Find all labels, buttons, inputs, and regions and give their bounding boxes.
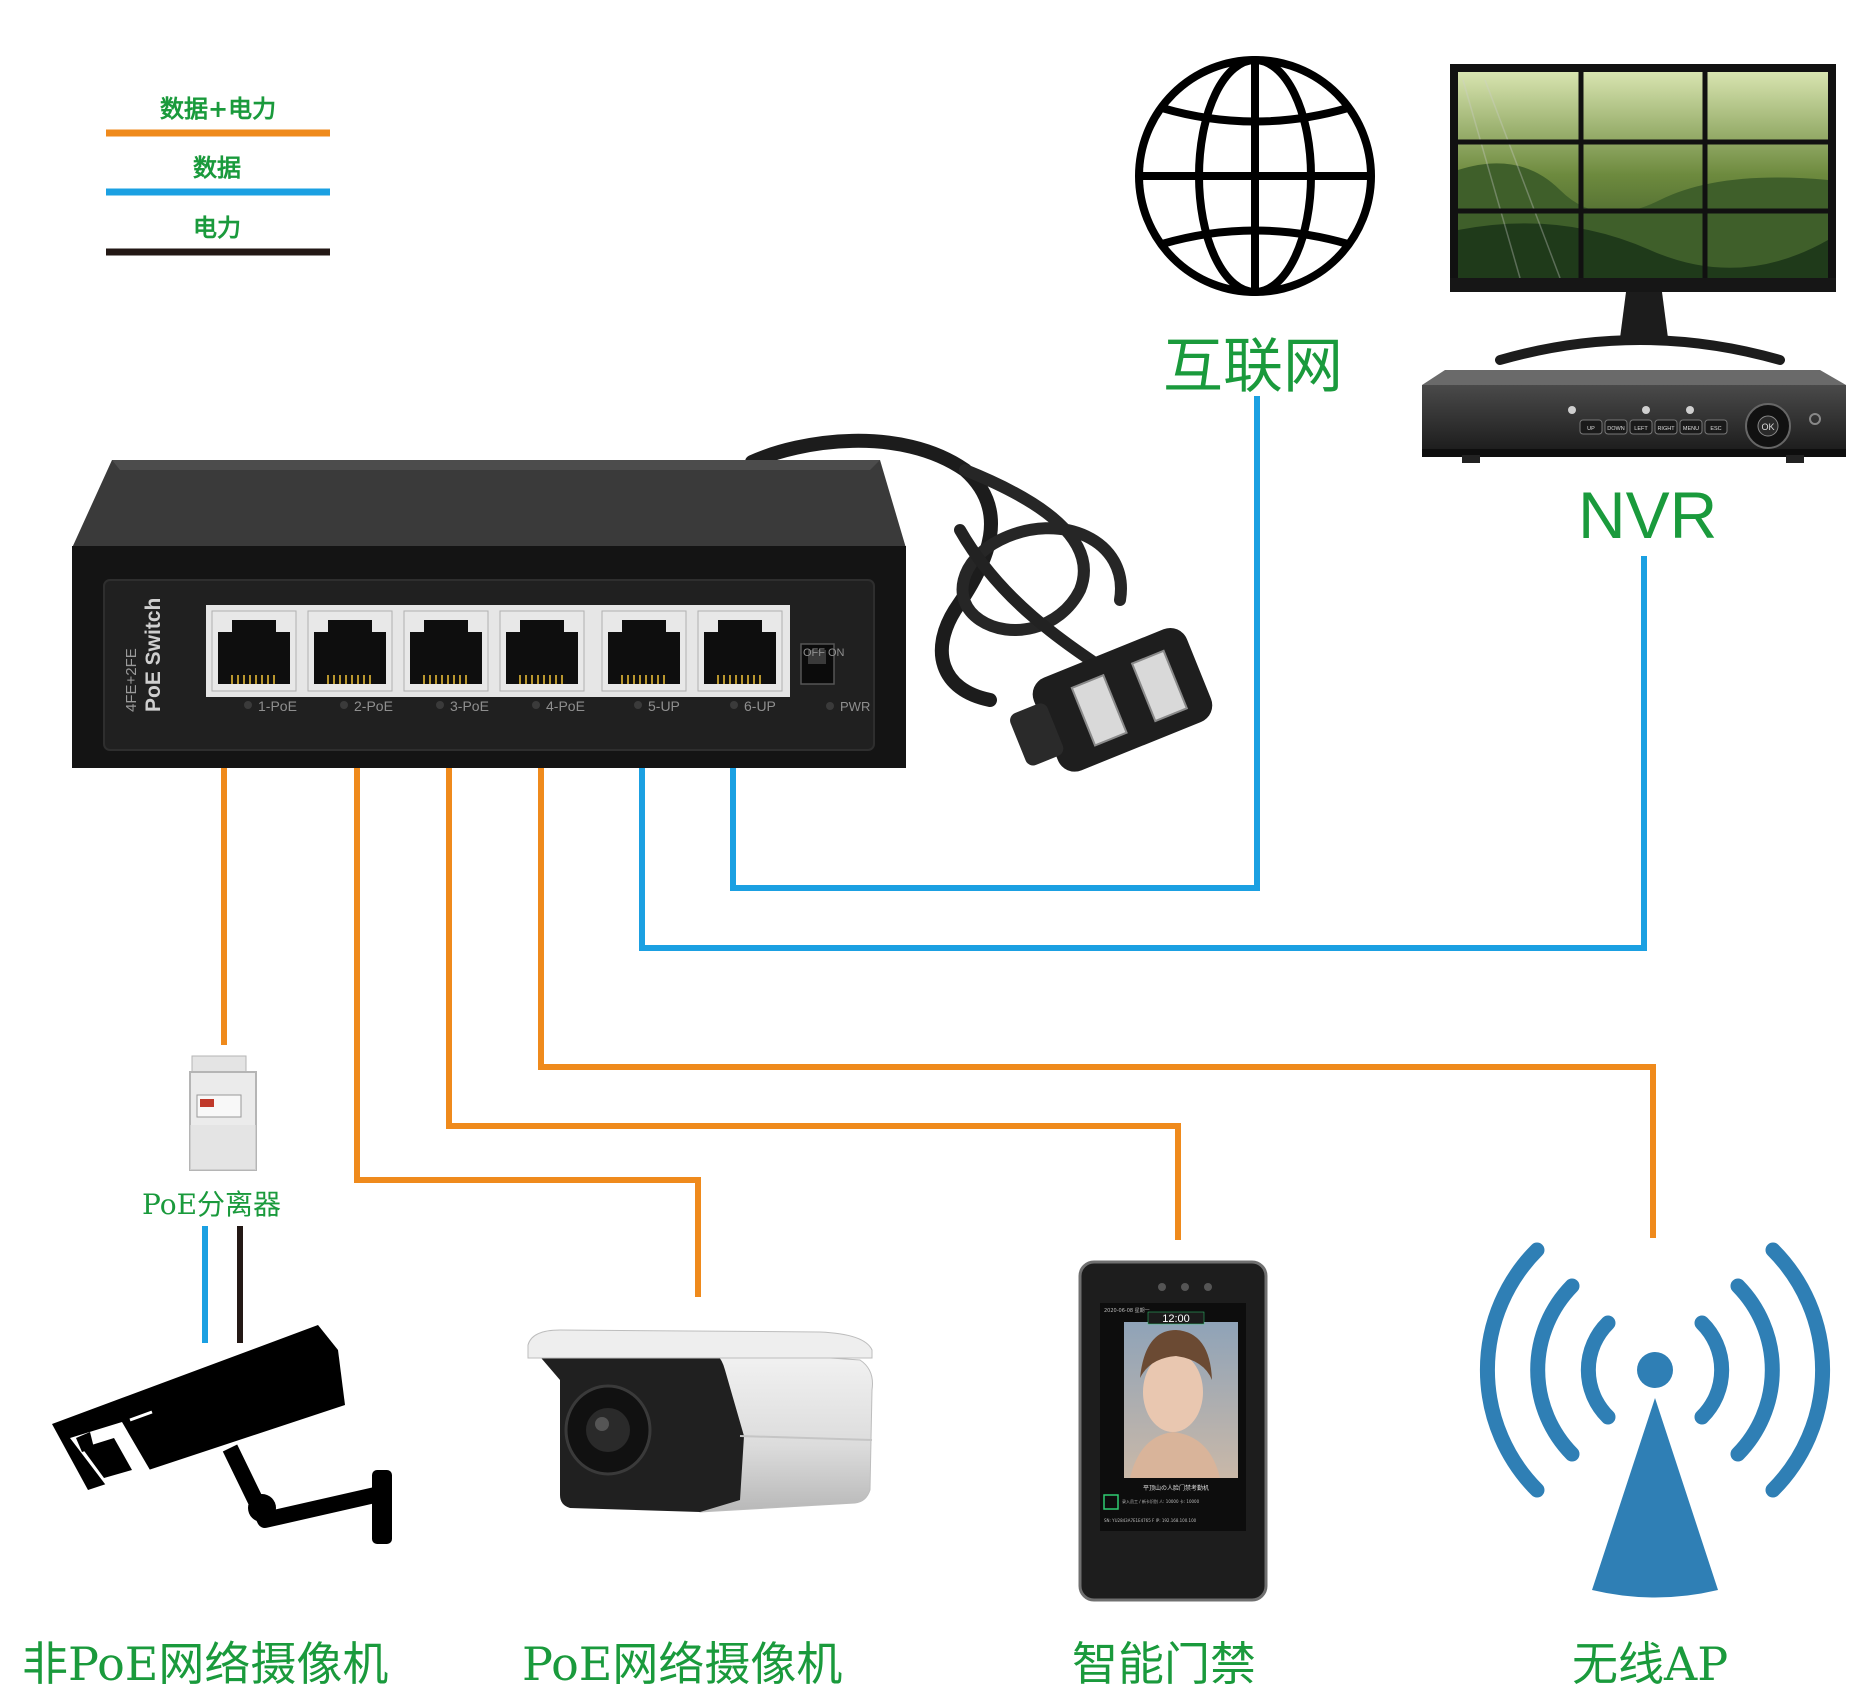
port-led	[532, 701, 540, 709]
non-poe-camera-label: 非PoE网络摄像机	[22, 1637, 389, 1691]
nvr-button[interactable]: LEFT	[1629, 419, 1653, 435]
rj45-port[interactable]	[697, 610, 783, 692]
port-label: 5-UP	[648, 698, 680, 714]
terminal-date: 2020-06-08 星期一	[1104, 1308, 1150, 1314]
switch-model-line1: 4FE+2FE	[123, 648, 140, 712]
dip-on-label: ON	[828, 647, 845, 659]
pwr-label: PWR	[840, 699, 870, 714]
nvr-button[interactable]: UP	[1579, 419, 1603, 435]
globe-icon	[1135, 56, 1375, 296]
poe-camera-icon	[527, 1329, 873, 1513]
nvr-button-label: RIGHT	[1657, 426, 1675, 432]
legend-data-power-label: 数据+电力	[160, 95, 277, 123]
nvr-button[interactable]: RIGHT	[1654, 419, 1678, 435]
access-control-label: 智能门禁	[1072, 1637, 1256, 1691]
switch-model-line2: PoE Switch	[142, 598, 165, 712]
nvr-button[interactable]: MENU	[1679, 419, 1703, 435]
nvr-buttons: UP DOWN LEFT RIGHT MENU ESC	[1579, 419, 1728, 435]
legend	[106, 129, 330, 256]
cables	[202, 396, 1656, 1343]
port-label: 4-PoE	[546, 698, 585, 714]
rj45-port[interactable]	[307, 610, 393, 692]
internet-label: 互联网	[1163, 332, 1343, 402]
port-led	[340, 701, 348, 709]
terminal-line2: SN: YU2843A7E1E4765 F IP: 192.168.100.10…	[1104, 1518, 1197, 1523]
cable-port2-poe-camera	[354, 728, 701, 1297]
poe-splitter-label: PoE分离器	[142, 1188, 282, 1221]
power-cord	[745, 433, 998, 707]
port-label: 1-PoE	[258, 698, 297, 714]
terminal-time: 12:00	[1162, 1313, 1190, 1325]
nvr-label: NVR	[1578, 478, 1718, 552]
wireless-ap-label: 无线AP	[1572, 1637, 1729, 1691]
nvr-button[interactable]: DOWN	[1604, 419, 1628, 435]
port-label: 6-UP	[744, 698, 776, 714]
nvr-button-label: DOWN	[1607, 426, 1624, 432]
cable-port5-nvr	[639, 556, 1647, 951]
terminal-title: 平顶山の人脸门禁考勤机	[1143, 1484, 1209, 1492]
non-poe-camera-icon	[52, 1325, 392, 1544]
monitor-icon	[1450, 64, 1836, 365]
rj45-port[interactable]	[499, 610, 585, 692]
cable-port4-wireless-ap	[538, 728, 1656, 1238]
nvr-button-label: LEFT	[1634, 426, 1648, 432]
legend-data-label: 数据	[193, 154, 241, 182]
poe-splitter-icon	[189, 1055, 257, 1171]
switch-port-labels: 1-PoE 2-PoE 3-PoE 4-PoE 5-UP 6-UP	[244, 698, 776, 714]
port-led	[730, 701, 738, 709]
terminal-line1: 录入员工 / 新卡识别 人: 10000 卡: 10000	[1122, 1498, 1200, 1504]
legend-power-label: 电力	[193, 214, 241, 242]
nvr-button[interactable]: ESC	[1704, 419, 1728, 435]
port-label: 3-PoE	[450, 698, 489, 714]
port-led	[244, 701, 252, 709]
port-led	[436, 701, 444, 709]
nvr-device: UP DOWN LEFT RIGHT MENU ESC OK	[1422, 370, 1846, 463]
port-led	[634, 701, 642, 709]
access-control-terminal: 12:00 2020-06-08 星期一 平顶山の人脸门禁考勤机 录入员工 / …	[1078, 1260, 1268, 1602]
rj45-port[interactable]	[403, 610, 489, 692]
cable-port3-access-control	[446, 728, 1181, 1240]
power-plug	[1010, 627, 1213, 772]
poe-switch: 4FE+2FE PoE Switch 1-PoE 2-PoE 3-PoE 4-PoE 5…	[72, 433, 1213, 772]
port-label: 2-PoE	[354, 698, 393, 714]
ap-mast	[1592, 1398, 1718, 1598]
rj45-port[interactable]	[601, 610, 687, 692]
pwr-led	[826, 702, 834, 710]
nvr-button-label: UP	[1587, 426, 1595, 432]
nvr-ok-button[interactable]	[1757, 415, 1779, 437]
cable-port6-internet	[730, 396, 1260, 891]
nvr-ok-label: OK	[1761, 422, 1774, 432]
nvr-button-label: MENU	[1683, 426, 1699, 432]
switch-ports	[211, 610, 783, 692]
rj45-port[interactable]	[211, 610, 297, 692]
poe-camera-label: PoE网络摄像机	[522, 1637, 843, 1691]
nvr-button-label: ESC	[1710, 426, 1721, 432]
dip-off-label: OFF	[803, 647, 825, 659]
